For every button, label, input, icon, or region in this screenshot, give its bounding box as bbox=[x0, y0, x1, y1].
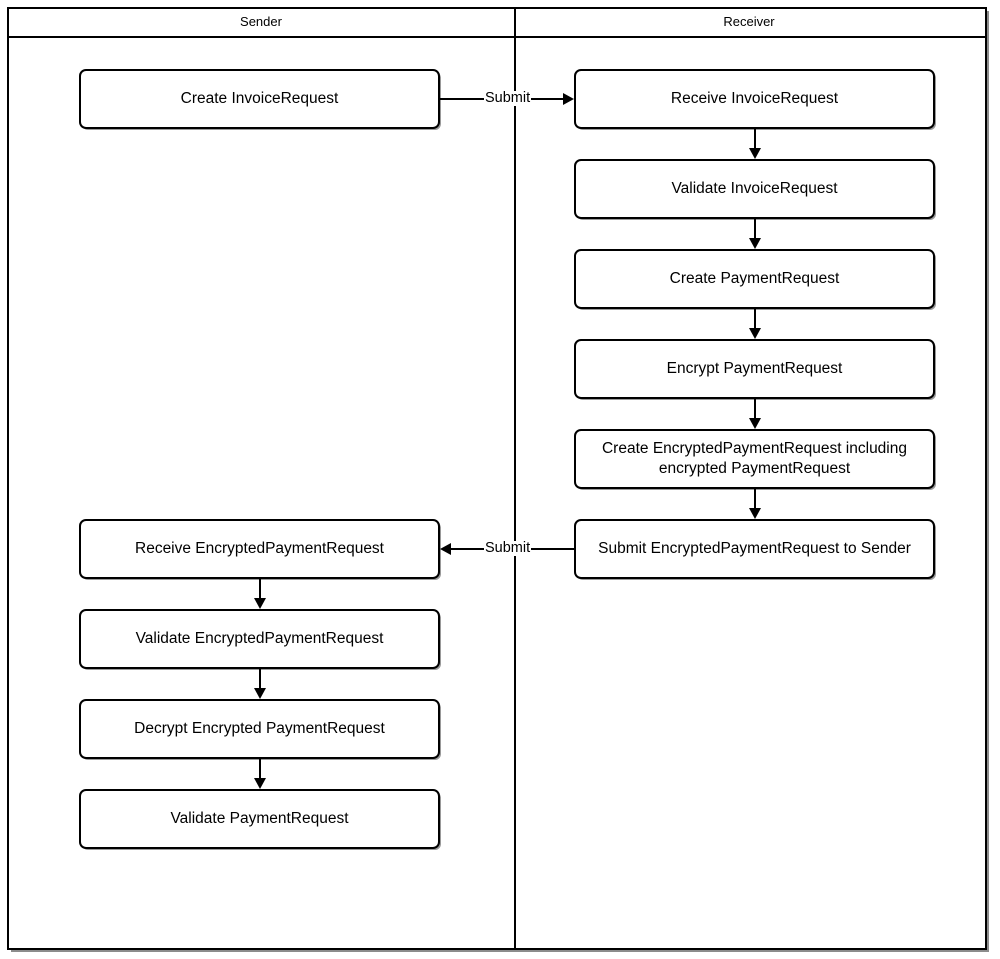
lane-divider bbox=[514, 7, 516, 950]
arrowhead-down-icon bbox=[748, 328, 761, 339]
arrowhead-left-icon bbox=[440, 543, 451, 555]
node-create-encryptedpaymentrequest[interactable]: Create EncryptedPaymentRequest including… bbox=[574, 429, 935, 489]
node-validate-encryptedpaymentrequest[interactable]: Validate EncryptedPaymentRequest bbox=[79, 609, 440, 669]
edge-validate-encryptedpaymentrequest-to-decrypt bbox=[258, 669, 261, 688]
edge-create-to-encrypt-paymentrequest bbox=[753, 309, 756, 328]
arrowhead-right-icon bbox=[563, 93, 574, 105]
node-validate-paymentrequest[interactable]: Validate PaymentRequest bbox=[79, 789, 440, 849]
edge-label-submit-to-receiver: Submit bbox=[484, 90, 532, 106]
arrowhead-down-icon bbox=[253, 598, 266, 609]
lane-header-sender: Sender bbox=[240, 14, 282, 29]
edge-decrypt-to-validate-paymentrequest bbox=[258, 759, 261, 778]
arrowhead-down-icon bbox=[748, 238, 761, 249]
edge-label-submit-to-sender: Submit bbox=[484, 540, 532, 556]
arrowhead-down-icon bbox=[748, 508, 761, 519]
edge-receive-to-validate-invoicerequest bbox=[753, 129, 756, 148]
edge-create-encryptedpaymentrequest-to-submit bbox=[753, 489, 756, 508]
node-create-invoicerequest[interactable]: Create InvoiceRequest bbox=[79, 69, 440, 129]
node-validate-invoicerequest[interactable]: Validate InvoiceRequest bbox=[574, 159, 935, 219]
node-encrypt-paymentrequest[interactable]: Encrypt PaymentRequest bbox=[574, 339, 935, 399]
arrowhead-down-icon bbox=[253, 688, 266, 699]
lane-header-band: Sender Receiver bbox=[7, 7, 987, 38]
edge-receive-to-validate-encryptedpaymentrequest bbox=[258, 579, 261, 598]
node-submit-encryptedpaymentrequest-to-sender[interactable]: Submit EncryptedPaymentRequest to Sender bbox=[574, 519, 935, 579]
node-decrypt-encrypted-paymentrequest[interactable]: Decrypt Encrypted PaymentRequest bbox=[79, 699, 440, 759]
node-receive-encryptedpaymentrequest[interactable]: Receive EncryptedPaymentRequest bbox=[79, 519, 440, 579]
node-create-paymentrequest[interactable]: Create PaymentRequest bbox=[574, 249, 935, 309]
edge-encrypt-paymentrequest-to-create-encryptedpaymentrequest bbox=[753, 399, 756, 418]
arrowhead-down-icon bbox=[748, 148, 761, 159]
node-receive-invoicerequest[interactable]: Receive InvoiceRequest bbox=[574, 69, 935, 129]
edge-validate-invoicerequest-to-create-paymentrequest bbox=[753, 219, 756, 238]
arrowhead-down-icon bbox=[253, 778, 266, 789]
lane-header-receiver: Receiver bbox=[723, 14, 775, 29]
arrowhead-down-icon bbox=[748, 418, 761, 429]
